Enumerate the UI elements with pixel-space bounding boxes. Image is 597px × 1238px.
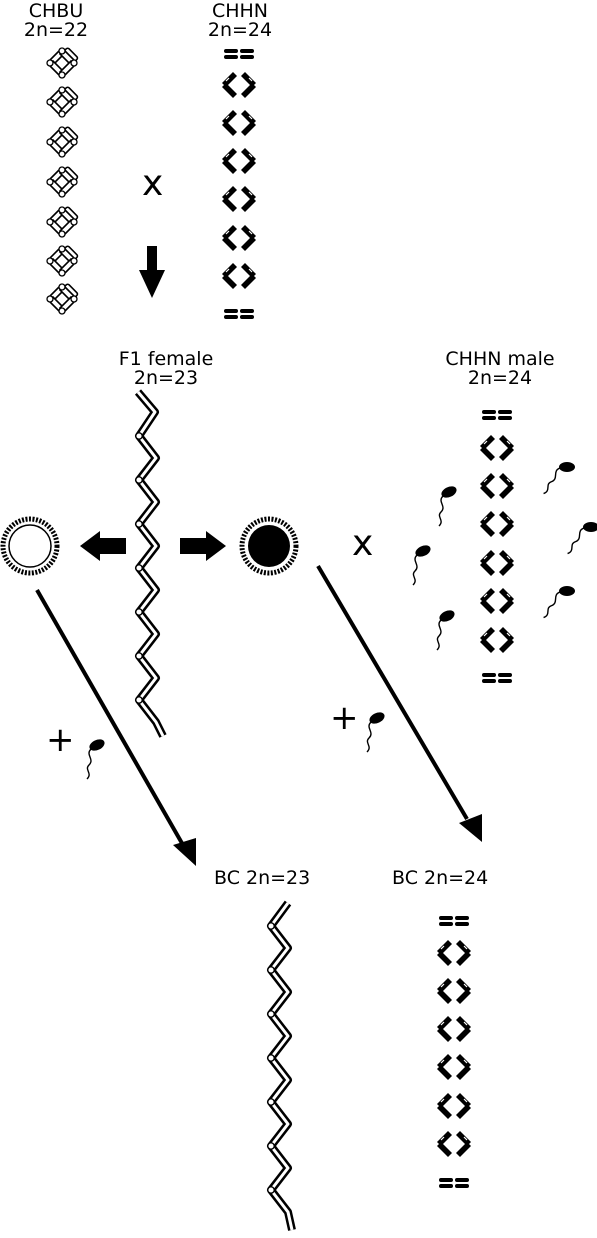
chbu-label: CHBU 2n=22	[0, 2, 112, 40]
chbu-ploidy: 2n=22	[23, 19, 89, 41]
chhn-label: CHHN 2n=24	[184, 2, 296, 40]
f1-ploidy: 2n=23	[133, 367, 199, 389]
chbu-bivalent-column	[46, 46, 80, 315]
arrow-to-right-egg	[180, 531, 226, 561]
arrow-left-to-bc23	[35, 589, 196, 866]
chhn-ploidy: 2n=24	[207, 19, 273, 41]
parent-cross-symbol: x	[142, 163, 164, 204]
chhn-male-bivalent-column	[479, 410, 515, 683]
bc24-bivalent-column	[436, 916, 472, 1188]
sperm-left	[86, 736, 108, 780]
egg-right-black	[239, 516, 299, 576]
arrow-right-to-bc24	[316, 564, 482, 842]
chhn-bivalent-column	[221, 49, 257, 319]
chhn-male-ploidy: 2n=24	[467, 367, 533, 389]
chhn-male-name: CHHN male	[445, 348, 555, 370]
chbu-name: CHBU	[28, 0, 84, 22]
plus-right: +	[330, 698, 359, 738]
chhn-name: CHHN	[211, 0, 269, 22]
backcross-symbol: x	[352, 523, 374, 564]
down-arrow	[139, 246, 165, 298]
bc-left-label: BC 2n=23	[214, 867, 311, 889]
plus-left: +	[46, 720, 75, 760]
arrow-to-left-egg	[80, 531, 126, 561]
sperm-right	[366, 709, 388, 753]
bc23-chain	[267, 900, 296, 1231]
chhn-male-label: CHHN male 2n=24	[430, 350, 570, 388]
f1-name: F1 female	[118, 348, 214, 370]
f1-label: F1 female 2n=23	[96, 350, 236, 388]
bc-right-label: BC 2n=24	[392, 867, 489, 889]
f1-chain	[134, 389, 167, 738]
egg-left-white	[0, 516, 60, 576]
